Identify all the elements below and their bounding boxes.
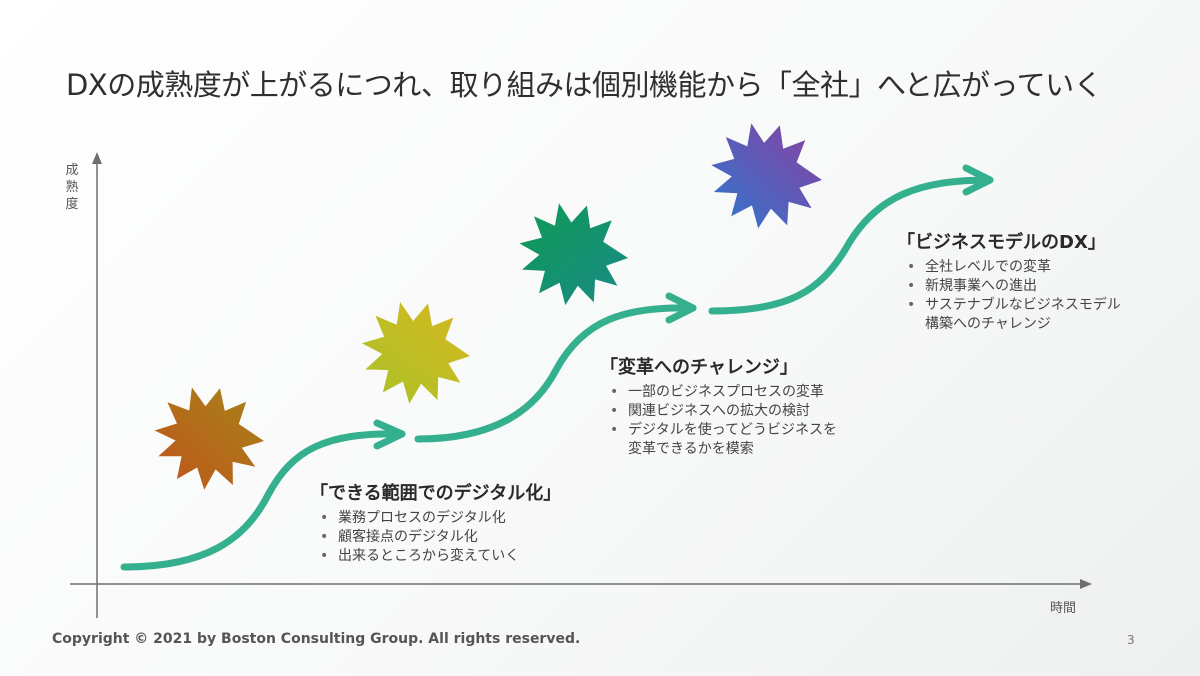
stage-3-bullet-3-continued: 構築へのチャレンジ [905, 315, 1121, 334]
starburst-1-icon [154, 387, 264, 490]
bullet-icon: • [320, 510, 329, 526]
stage-1-bullet-3: • 出来るところから変えていく [318, 547, 561, 566]
bullet-icon: • [320, 529, 329, 545]
bullet-icon: • [907, 278, 916, 294]
growth-arrow-3-head [962, 164, 994, 196]
stage-3-bullet-4-text: 構築へのチャレンジ [925, 316, 1051, 332]
stage-3-block: 「ビジネスモデルのDX」 • 全社レベルでの変革 • 新規事業への進出 • サステナブ… [897, 228, 1121, 334]
stage-2-bullet-1: • 一部のビジネスプロセスの変革 [608, 383, 837, 402]
stage-3-bullet-3-text: サステナブルなビジネスモデル [925, 297, 1121, 313]
stage-2-bullet-1-text: 一部のビジネスプロセスの変革 [628, 384, 824, 400]
stage-2-bullet-3-continued: 変革できるかを模索 [608, 440, 837, 459]
y-axis-arrowhead [92, 152, 102, 164]
growth-arrow-3 [708, 176, 994, 315]
growth-arrow-1 [120, 430, 406, 571]
stage-3-bullet-2: • 新規事業への進出 [905, 277, 1121, 296]
copyright-footer: Copyright © 2021 by Boston Consulting Gr… [52, 631, 581, 647]
starburst-3-icon [519, 203, 628, 306]
stage-3-bullet-3: • サステナブルなビジネスモデル [905, 296, 1121, 315]
stage-2-bullet-3-text: デジタルを使ってどうビジネスを [628, 422, 838, 438]
bullet-icon: • [610, 422, 619, 438]
bullet-icon: • [610, 384, 619, 400]
stage-2-title: 「変革へのチャレンジ」 [600, 357, 798, 378]
stage-1-bullet-2-text: 顧客接点のデジタル化 [338, 529, 478, 545]
growth-arrow-2 [414, 304, 697, 443]
stage-1-bullets: • 業務プロセスのデジタル化 • 顧客接点のデジタル化 • 出来るところから変えていく [318, 509, 561, 566]
bullet-icon: • [907, 259, 916, 275]
stage-2-bullets: • 一部のビジネスプロセスの変革 • 関連ビジネスへの拡大の検討 • デジタルを使って… [608, 383, 837, 459]
stage-1-bullet-1-text: 業務プロセスのデジタル化 [338, 510, 506, 526]
stage-3-bullet-1-text: 全社レベルでの変革 [925, 259, 1051, 275]
stage-2-bullet-2: • 関連ビジネスへの拡大の検討 [608, 402, 837, 421]
stage-1-bullet-1: • 業務プロセスのデジタル化 [318, 509, 561, 528]
stage-3-bullet-2-text: 新規事業への進出 [925, 278, 1037, 294]
bullet-icon: • [610, 403, 619, 419]
growth-arrow-2-head [665, 292, 697, 324]
slide-title: DXの成熟度が上がるにつれ、取り組みは個別機能から「全社」へと広がっていく [66, 68, 1103, 102]
growth-arrow-1-head [373, 419, 406, 450]
bullet-icon: • [320, 548, 329, 564]
y-axis-label-char-2: 熟 [65, 180, 79, 195]
stage-1-bullet-3-text: 出来るところから変えていく [338, 548, 520, 564]
stage-1-title: 「できる範囲でのデジタル化」 [310, 483, 562, 504]
stage-1-block: 「できる範囲でのデジタル化」 • 業務プロセスのデジタル化 • 顧客接点のデジタル化… [310, 479, 561, 566]
stage-3-bullet-1: • 全社レベルでの変革 [905, 258, 1121, 277]
stage-3-bullets: • 全社レベルでの変革 • 新規事業への進出 • サステナブルなビジネスモデル 構築へ… [905, 258, 1121, 334]
x-axis-arrowhead [1080, 579, 1092, 589]
x-axis-label: 時間 [1050, 601, 1077, 616]
starburst-2-icon [361, 302, 470, 404]
stage-1-bullet-2: • 顧客接点のデジタル化 [318, 528, 561, 547]
starburst-4-icon [711, 123, 822, 229]
page-number: 3 [1127, 633, 1135, 647]
y-axis-label-char-3: 度 [65, 197, 79, 212]
stage-2-bullet-3: • デジタルを使ってどうビジネスを [608, 421, 837, 440]
y-axis-label-char-1: 成 [65, 163, 79, 178]
stage-2-bullet-4-text: 変革できるかを模索 [628, 441, 754, 457]
bullet-icon: • [907, 297, 916, 313]
stage-3-title: 「ビジネスモデルのDX」 [897, 232, 1106, 253]
stage-2-block: 「変革へのチャレンジ」 • 一部のビジネスプロセスの変革 • 関連ビジネスへの拡大の… [600, 353, 837, 459]
stage-2-bullet-2-text: 関連ビジネスへの拡大の検討 [628, 403, 810, 419]
